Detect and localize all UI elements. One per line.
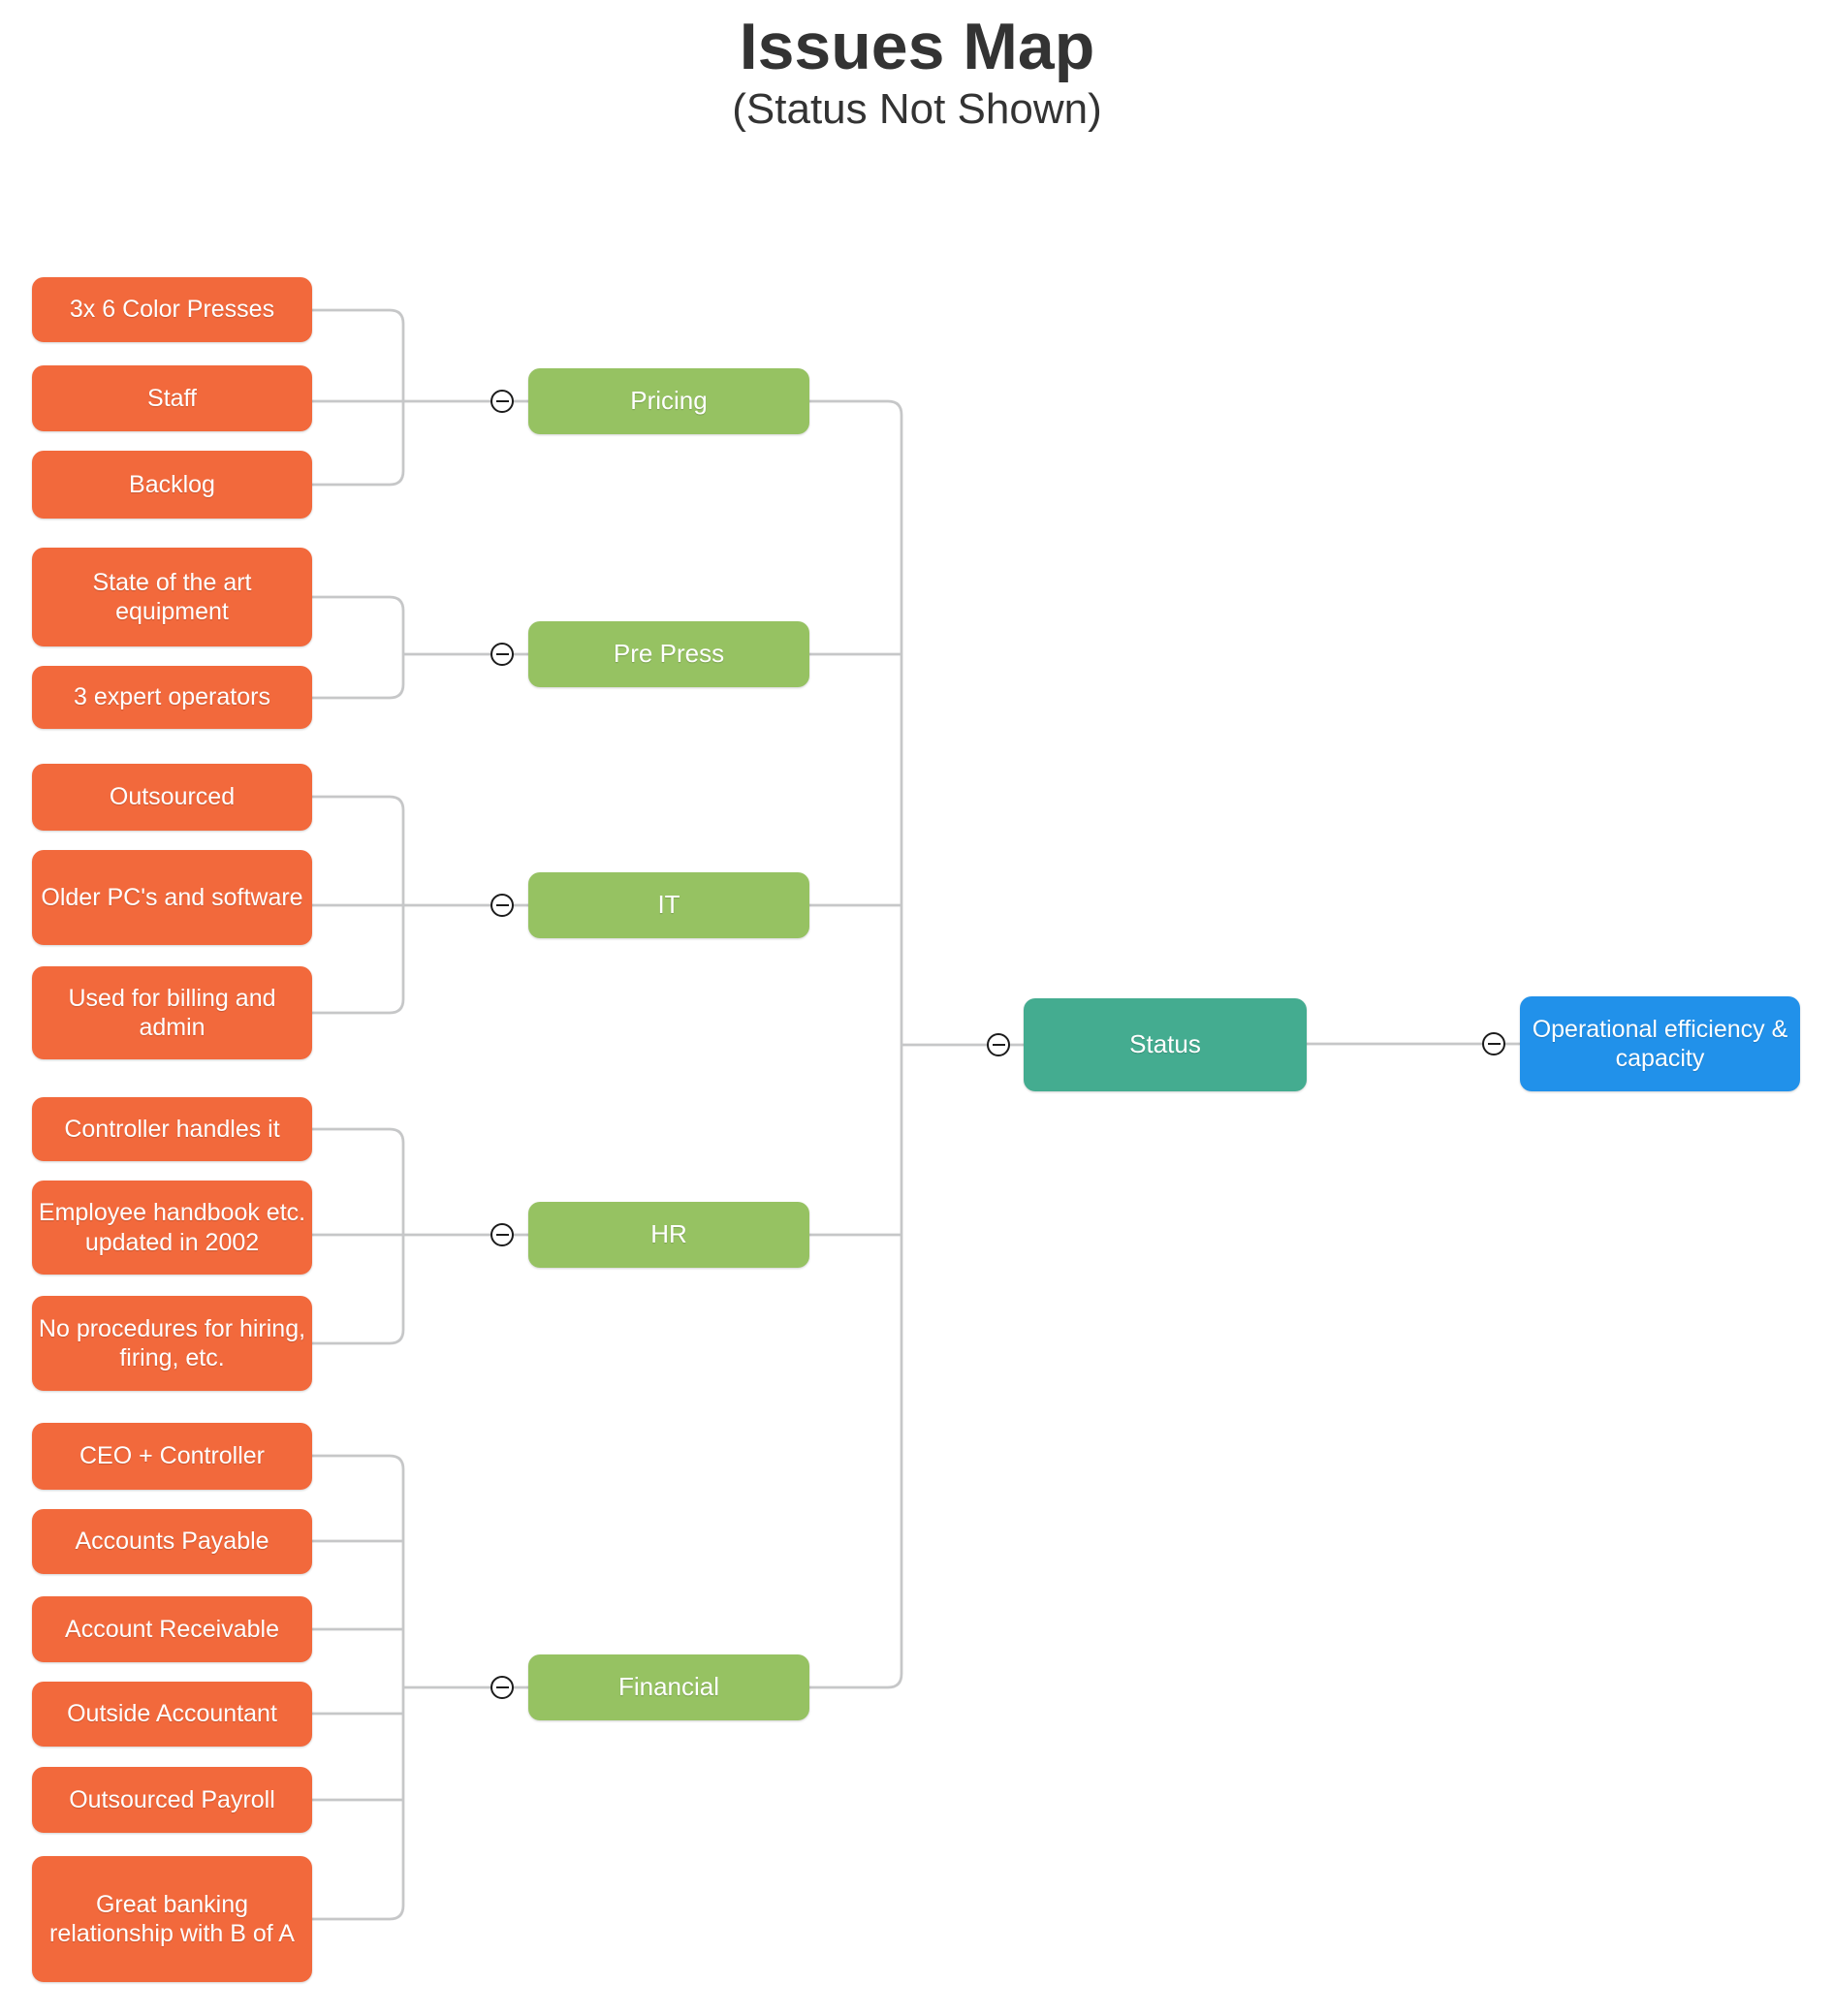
- node-label: Pre Press: [613, 639, 725, 669]
- node-label: Financial: [617, 1672, 720, 1702]
- node-financial[interactable]: Financial: [528, 1654, 809, 1720]
- node-label: Outsourced Payroll: [69, 1785, 275, 1813]
- collapse-minus-icon-root[interactable]: [1482, 1032, 1505, 1055]
- connector-financial-bracket: [312, 1454, 405, 1921]
- node-hr[interactable]: HR: [528, 1202, 809, 1268]
- node-label: Controller handles it: [64, 1115, 280, 1143]
- node-status[interactable]: Status: [1024, 998, 1307, 1091]
- node-label: HR: [650, 1219, 687, 1249]
- node-label: No procedures for hiring, firing, etc.: [38, 1314, 306, 1372]
- node-backlog[interactable]: Backlog: [32, 451, 312, 519]
- node-label: IT: [657, 890, 680, 920]
- node-label: 3x 6 Color Presses: [69, 296, 275, 324]
- node-label: 3 expert operators: [74, 683, 270, 711]
- title-block: Issues Map (Status Not Shown): [0, 10, 1834, 135]
- collapse-minus-icon-pre-press[interactable]: [490, 643, 514, 666]
- node-account-receivable[interactable]: Account Receivable: [32, 1596, 312, 1662]
- collapse-minus-icon-hr[interactable]: [490, 1223, 514, 1246]
- node-label: Account Receivable: [65, 1615, 279, 1643]
- node-employee-handbook[interactable]: Employee handbook etc. updated in 2002: [32, 1181, 312, 1275]
- node-controller-handles-it[interactable]: Controller handles it: [32, 1097, 312, 1161]
- connector-hr-bracket: [312, 1127, 405, 1345]
- node-state-of-the-art-equipment[interactable]: State of the art equipment: [32, 548, 312, 646]
- collapse-minus-icon-pricing[interactable]: [490, 390, 514, 413]
- node-label: Outside Accountant: [67, 1700, 277, 1728]
- node-ceo-plus-controller[interactable]: CEO + Controller: [32, 1423, 312, 1490]
- node-used-for-billing-and-admin[interactable]: Used for billing and admin: [32, 966, 312, 1059]
- node-label: Employee handbook etc. updated in 2002: [38, 1199, 306, 1256]
- node-label: CEO + Controller: [79, 1442, 266, 1470]
- node-pricing[interactable]: Pricing: [528, 368, 809, 434]
- collapse-minus-icon-financial[interactable]: [490, 1676, 514, 1699]
- node-label: Outsourced: [109, 783, 236, 811]
- node-no-procedures-hiring-firing[interactable]: No procedures for hiring, firing, etc.: [32, 1296, 312, 1391]
- connector-status-bracket: [809, 399, 903, 1689]
- node-3x-6-color-presses[interactable]: 3x 6 Color Presses: [32, 277, 312, 342]
- connector-prepress-bracket: [312, 595, 405, 700]
- node-label: Staff: [147, 384, 197, 412]
- page-subtitle: (Status Not Shown): [732, 85, 1102, 134]
- node-outsourced[interactable]: Outsourced: [32, 764, 312, 831]
- node-label: Accounts Payable: [75, 1528, 269, 1556]
- node-pre-press[interactable]: Pre Press: [528, 621, 809, 687]
- node-label: Pricing: [630, 386, 708, 416]
- node-label: Used for billing and admin: [68, 984, 276, 1042]
- page-title: Issues Map: [739, 10, 1095, 83]
- node-label: Status: [1129, 1029, 1201, 1059]
- node-older-pcs-and-software[interactable]: Older PC's and software: [32, 850, 312, 945]
- node-operational-efficiency-capacity[interactable]: Operational efficiency & capacity: [1520, 996, 1800, 1091]
- node-label: Operational efficiency & capacity: [1532, 1015, 1788, 1073]
- node-label: Older PC's and software: [41, 883, 303, 911]
- node-outsourced-payroll[interactable]: Outsourced Payroll: [32, 1767, 312, 1833]
- node-label: State of the art equipment: [92, 568, 252, 626]
- node-it[interactable]: IT: [528, 872, 809, 938]
- node-accounts-payable[interactable]: Accounts Payable: [32, 1509, 312, 1574]
- node-staff[interactable]: Staff: [32, 365, 312, 431]
- node-great-banking-relationship[interactable]: Great banking relationship with B of A: [32, 1856, 312, 1982]
- collapse-minus-icon-status[interactable]: [987, 1033, 1010, 1056]
- collapse-minus-icon-it[interactable]: [490, 894, 514, 917]
- node-3-expert-operators[interactable]: 3 expert operators: [32, 666, 312, 729]
- node-label: Backlog: [129, 470, 215, 498]
- node-label: Great banking relationship with B of A: [49, 1890, 295, 1948]
- node-outside-accountant[interactable]: Outside Accountant: [32, 1682, 312, 1747]
- connector-pricing-bracket: [312, 308, 405, 487]
